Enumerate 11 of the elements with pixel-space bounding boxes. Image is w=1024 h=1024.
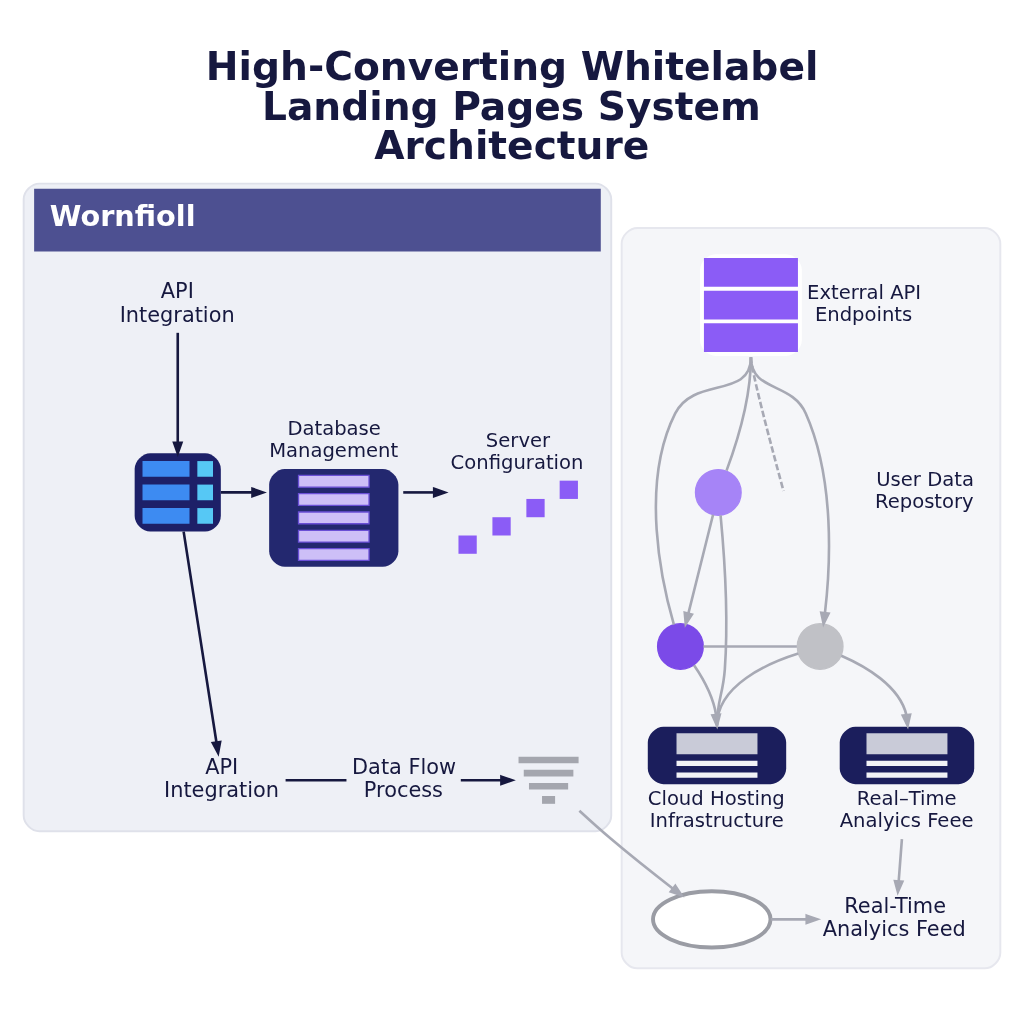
node-label: Exterral API Endpoints [807,280,922,326]
node-label: Server Configuration [450,428,584,474]
node-text: Data Flow Process [352,754,457,803]
node-text: Real-Time Analyics Feed [822,893,966,942]
node-label: Database Management [269,416,399,463]
node-label: Real–Time Analyics Feee [839,787,974,833]
node-text: API Integration [119,279,235,327]
diagram-title: High-Converting Whitelabel Landing Pages System Architecture [205,44,819,168]
label: User Data Repostory [874,467,974,514]
node-text: API Integration [164,754,280,803]
node-label: Cloud Hosting Infrastructure [647,787,785,833]
